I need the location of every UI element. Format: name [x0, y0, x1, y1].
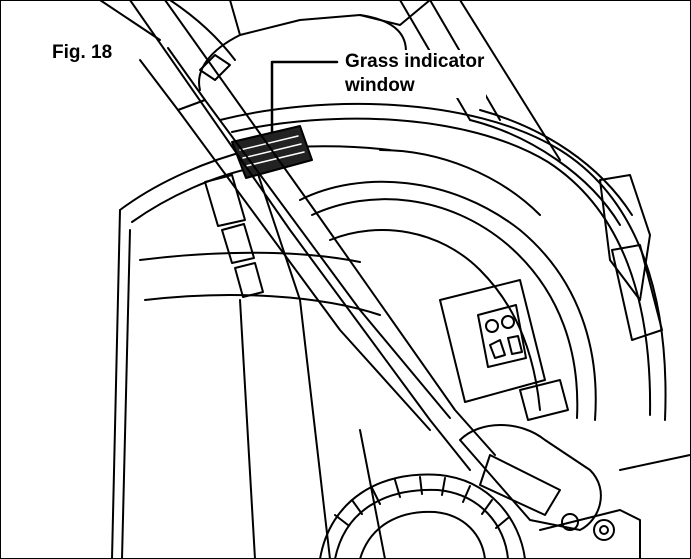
side-vents — [204, 174, 264, 298]
height-adjust-lever — [459, 424, 691, 559]
handle-tubes — [99, 0, 496, 471]
callout-line-2: window — [345, 75, 415, 96]
mower-deck-shell — [219, 102, 667, 421]
control-panel — [439, 279, 569, 421]
callout-leader-line — [270, 60, 339, 134]
callout-line-1: Grass indicator — [345, 51, 485, 72]
rear-wheel — [319, 473, 526, 559]
figure-number: Fig. 18 — [50, 42, 115, 64]
callout-label: Grass indicator window — [343, 50, 487, 98]
